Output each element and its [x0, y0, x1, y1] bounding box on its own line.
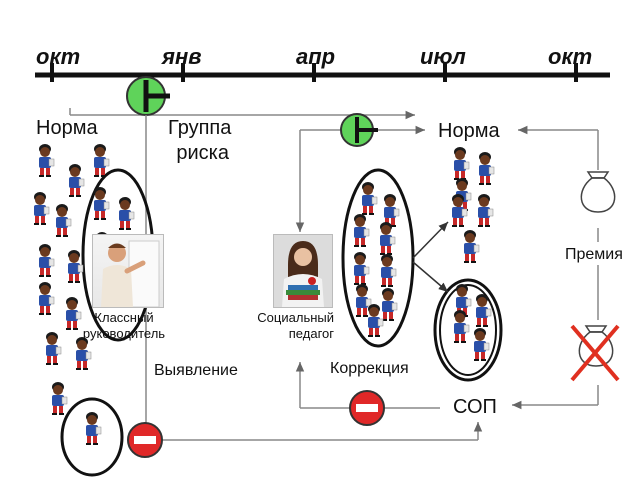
correction-label: Коррекция — [330, 360, 409, 377]
student-group-sop — [453, 283, 492, 362]
minus-badge-icon — [349, 390, 385, 426]
risk-group-line2: риска — [176, 142, 229, 164]
bonus-label: Премия — [565, 246, 623, 263]
pedagogue-photo — [273, 234, 333, 308]
detection-label: Выявление — [154, 362, 238, 379]
sop-label: СОП — [453, 396, 497, 418]
student-group-correction — [353, 181, 400, 338]
risk-group-line1: Группа — [168, 117, 232, 139]
month-label-oct-end: окт — [548, 44, 593, 69]
teacher-caption-line2: руководитель — [82, 326, 166, 341]
plus-badge-icon — [340, 113, 378, 147]
teacher-caption-line1: Классный — [94, 310, 154, 325]
student-group-norm — [451, 146, 495, 264]
pedagogue-caption-line1: Социальный — [257, 310, 334, 325]
month-label-oct-start: окт — [36, 44, 81, 69]
pedagogue-caption-line2: педагог — [288, 326, 334, 341]
norm-left-label: Норма — [36, 117, 98, 139]
bottom-ellipse — [60, 397, 124, 477]
month-label-jul: июл — [420, 44, 466, 69]
minus-badge-icon — [127, 422, 163, 458]
month-label-apr: апр — [296, 44, 336, 69]
crossed-money-bag-icon — [570, 324, 620, 382]
sop-ellipse — [433, 278, 503, 382]
month-label-jan: янв — [162, 44, 202, 69]
money-bag-icon — [580, 171, 616, 213]
teacher-caption: Классный руководитель — [78, 310, 170, 342]
plus-badge-icon — [126, 76, 170, 116]
teacher-photo — [92, 234, 164, 308]
risk-group-label: Группа риска — [168, 116, 231, 166]
pedagogue-caption: Социальный педагог — [242, 310, 334, 342]
norm-right-label: Норма — [438, 120, 500, 142]
